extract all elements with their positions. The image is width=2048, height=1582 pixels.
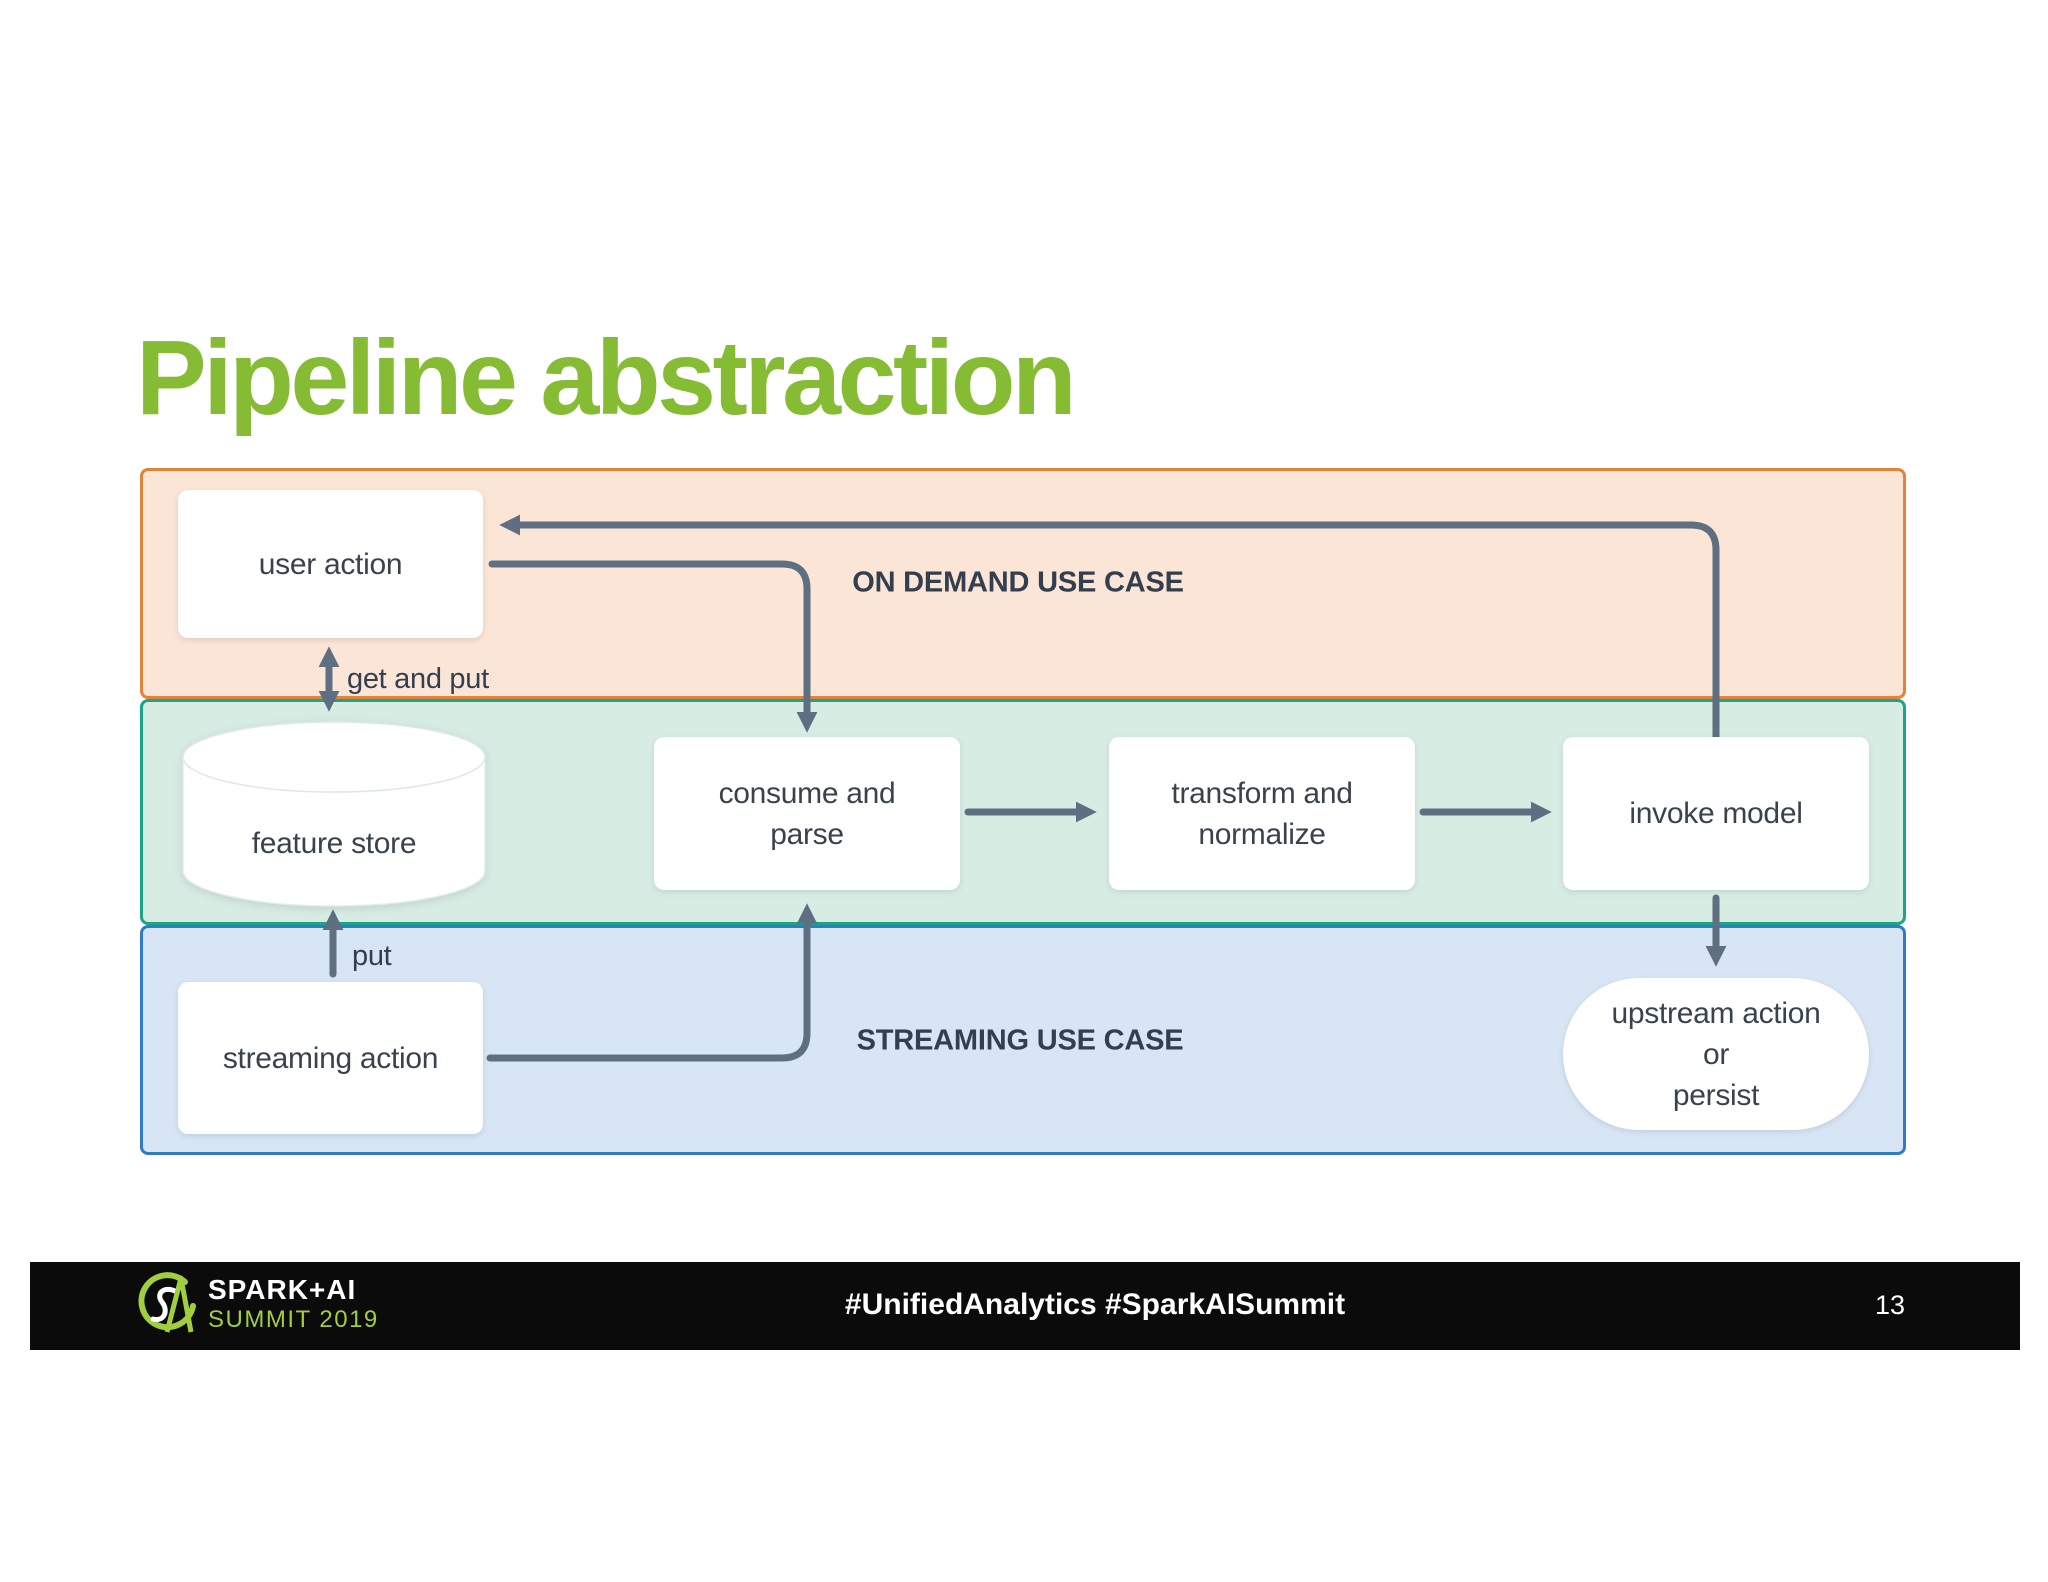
invoke-model-node: invoke model	[1563, 737, 1869, 890]
spark-ai-summit-logo-icon	[138, 1272, 196, 1333]
consume-parse-label: consume and parse	[718, 776, 896, 851]
feature-store-label: feature store	[251, 827, 417, 860]
page-title: Pipeline abstraction	[136, 319, 1077, 437]
streaming-action-label: streaming action	[222, 1041, 439, 1075]
database-cylinder-icon	[182, 721, 486, 907]
brand-event: SUMMIT 2019	[208, 1306, 379, 1333]
get-and-put-label: get and put	[347, 663, 489, 695]
brand-text: SPARK+AI SUMMIT 2019	[208, 1274, 379, 1334]
footer-hashtags: #UnifiedAnalytics #SparkAISummit	[844, 1288, 1346, 1321]
page-number: 13	[1875, 1290, 1906, 1320]
upstream-action-label: upstream action or persist	[1611, 996, 1821, 1112]
user-action-node: user action	[178, 490, 483, 638]
streaming-use-case-label: STREAMING USE CASE	[856, 1024, 1184, 1057]
streaming-action-node: streaming action	[178, 982, 483, 1134]
footer-bar: SPARK+AI SUMMIT 2019 #UnifiedAnalytics #…	[30, 1262, 2020, 1350]
user-action-label: user action	[258, 547, 403, 581]
upstream-action-node: upstream action or persist	[1563, 978, 1869, 1130]
brand-name: SPARK+AI	[208, 1274, 357, 1305]
put-label: put	[352, 940, 392, 972]
feature-store-node: feature store	[180, 719, 488, 909]
transform-normalize-label: transform and normalize	[1171, 776, 1353, 851]
consume-parse-node: consume and parse	[654, 737, 960, 890]
invoke-model-label: invoke model	[1629, 797, 1803, 830]
transform-normalize-node: transform and normalize	[1109, 737, 1415, 890]
on-demand-use-case-label: ON DEMAND USE CASE	[852, 566, 1184, 599]
